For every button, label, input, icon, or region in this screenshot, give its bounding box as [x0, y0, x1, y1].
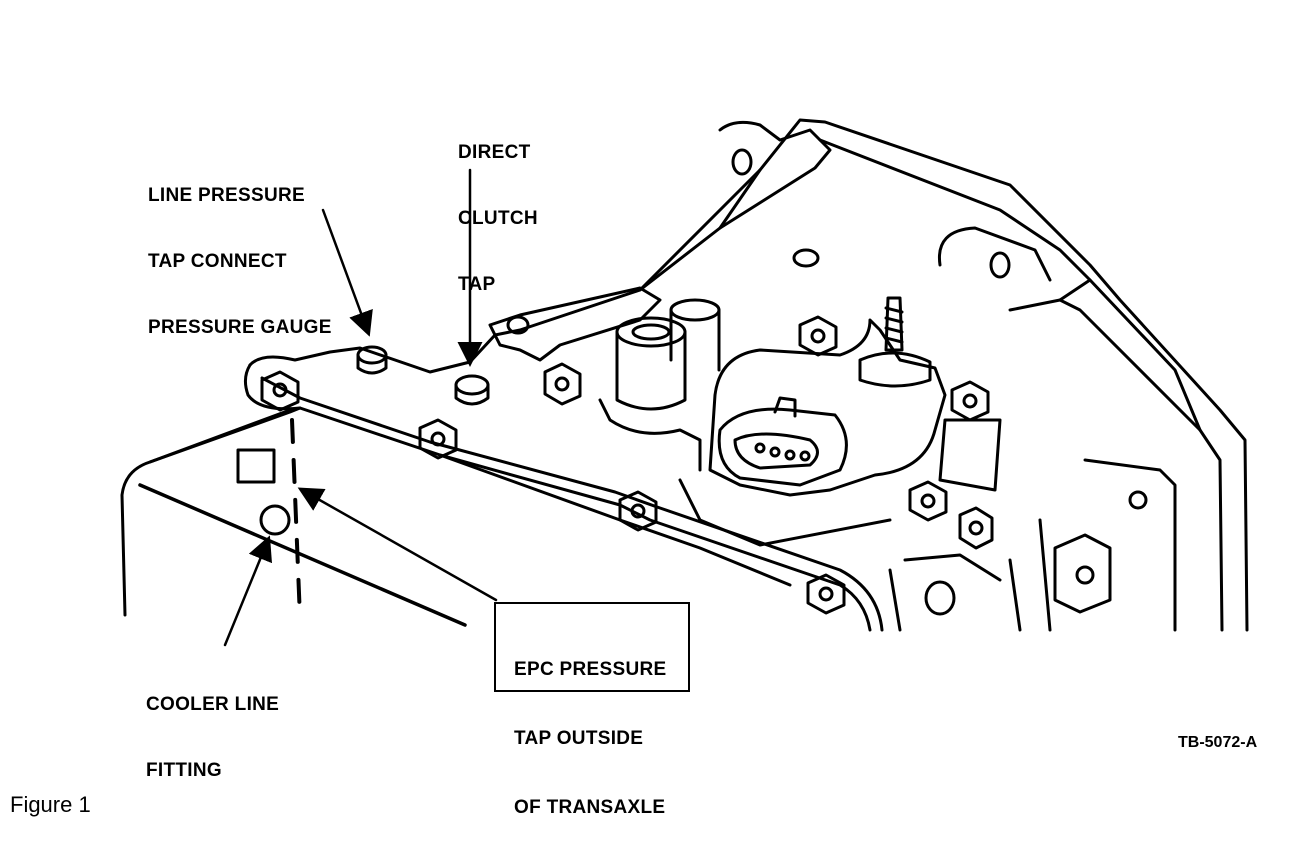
bolt-mid	[543, 362, 582, 406]
bolt-rail-1	[418, 418, 458, 460]
arrow-cooler-line	[223, 535, 272, 647]
bolt-right-upper	[938, 380, 1002, 492]
direct-clutch-tap	[454, 374, 490, 406]
bolt-right-lower	[908, 480, 948, 522]
label-direct-clutch-tap: DIRECT CLUTCH TAP	[458, 142, 538, 295]
transaxle-illustration	[120, 118, 1249, 647]
figure-caption: Figure 1	[10, 792, 91, 817]
arrow-epc-pressure	[297, 487, 498, 602]
cooler-line-fitting	[259, 504, 291, 536]
reference-code: TB-5072-A	[1178, 734, 1258, 751]
label-line-pressure-tap: LINE PRESSURE TAP CONNECT PRESSURE GAUGE	[148, 185, 332, 338]
lower-housing	[888, 518, 1052, 632]
dashed-centerline	[290, 418, 302, 620]
electrical-connector	[708, 318, 947, 497]
bolt-top	[506, 315, 530, 335]
label-epc-pressure-tap: EPC PRESSURE TAP OUTSIDE OF TRANSAXLE	[514, 659, 667, 818]
line-pressure-tap	[356, 345, 388, 375]
leader-arrows	[223, 168, 498, 647]
bolt-right-mid	[958, 506, 994, 550]
epc-pressure-tap	[236, 448, 276, 484]
mount-holes	[731, 148, 1011, 616]
valve-body	[488, 286, 892, 547]
case-outline	[120, 118, 1249, 632]
rail-bolts	[260, 370, 846, 615]
bolt-rail-2	[618, 490, 658, 532]
bolt-left	[260, 370, 300, 412]
stud-bolt	[858, 296, 932, 388]
bolt-center	[798, 315, 838, 357]
label-cooler-line-fitting: COOLER LINE FITTING	[146, 694, 280, 781]
arrow-line-pressure	[321, 208, 373, 337]
solenoid-cylinder	[615, 316, 687, 411]
bracket-right	[1053, 458, 1177, 632]
pan-flange	[138, 363, 884, 632]
epc-callout-box: EPC PRESSURE TAP OUTSIDE OF TRANSAXLE	[494, 602, 690, 818]
bolt-rail-3	[806, 573, 846, 615]
solenoid-cylinder-rear	[669, 298, 721, 372]
